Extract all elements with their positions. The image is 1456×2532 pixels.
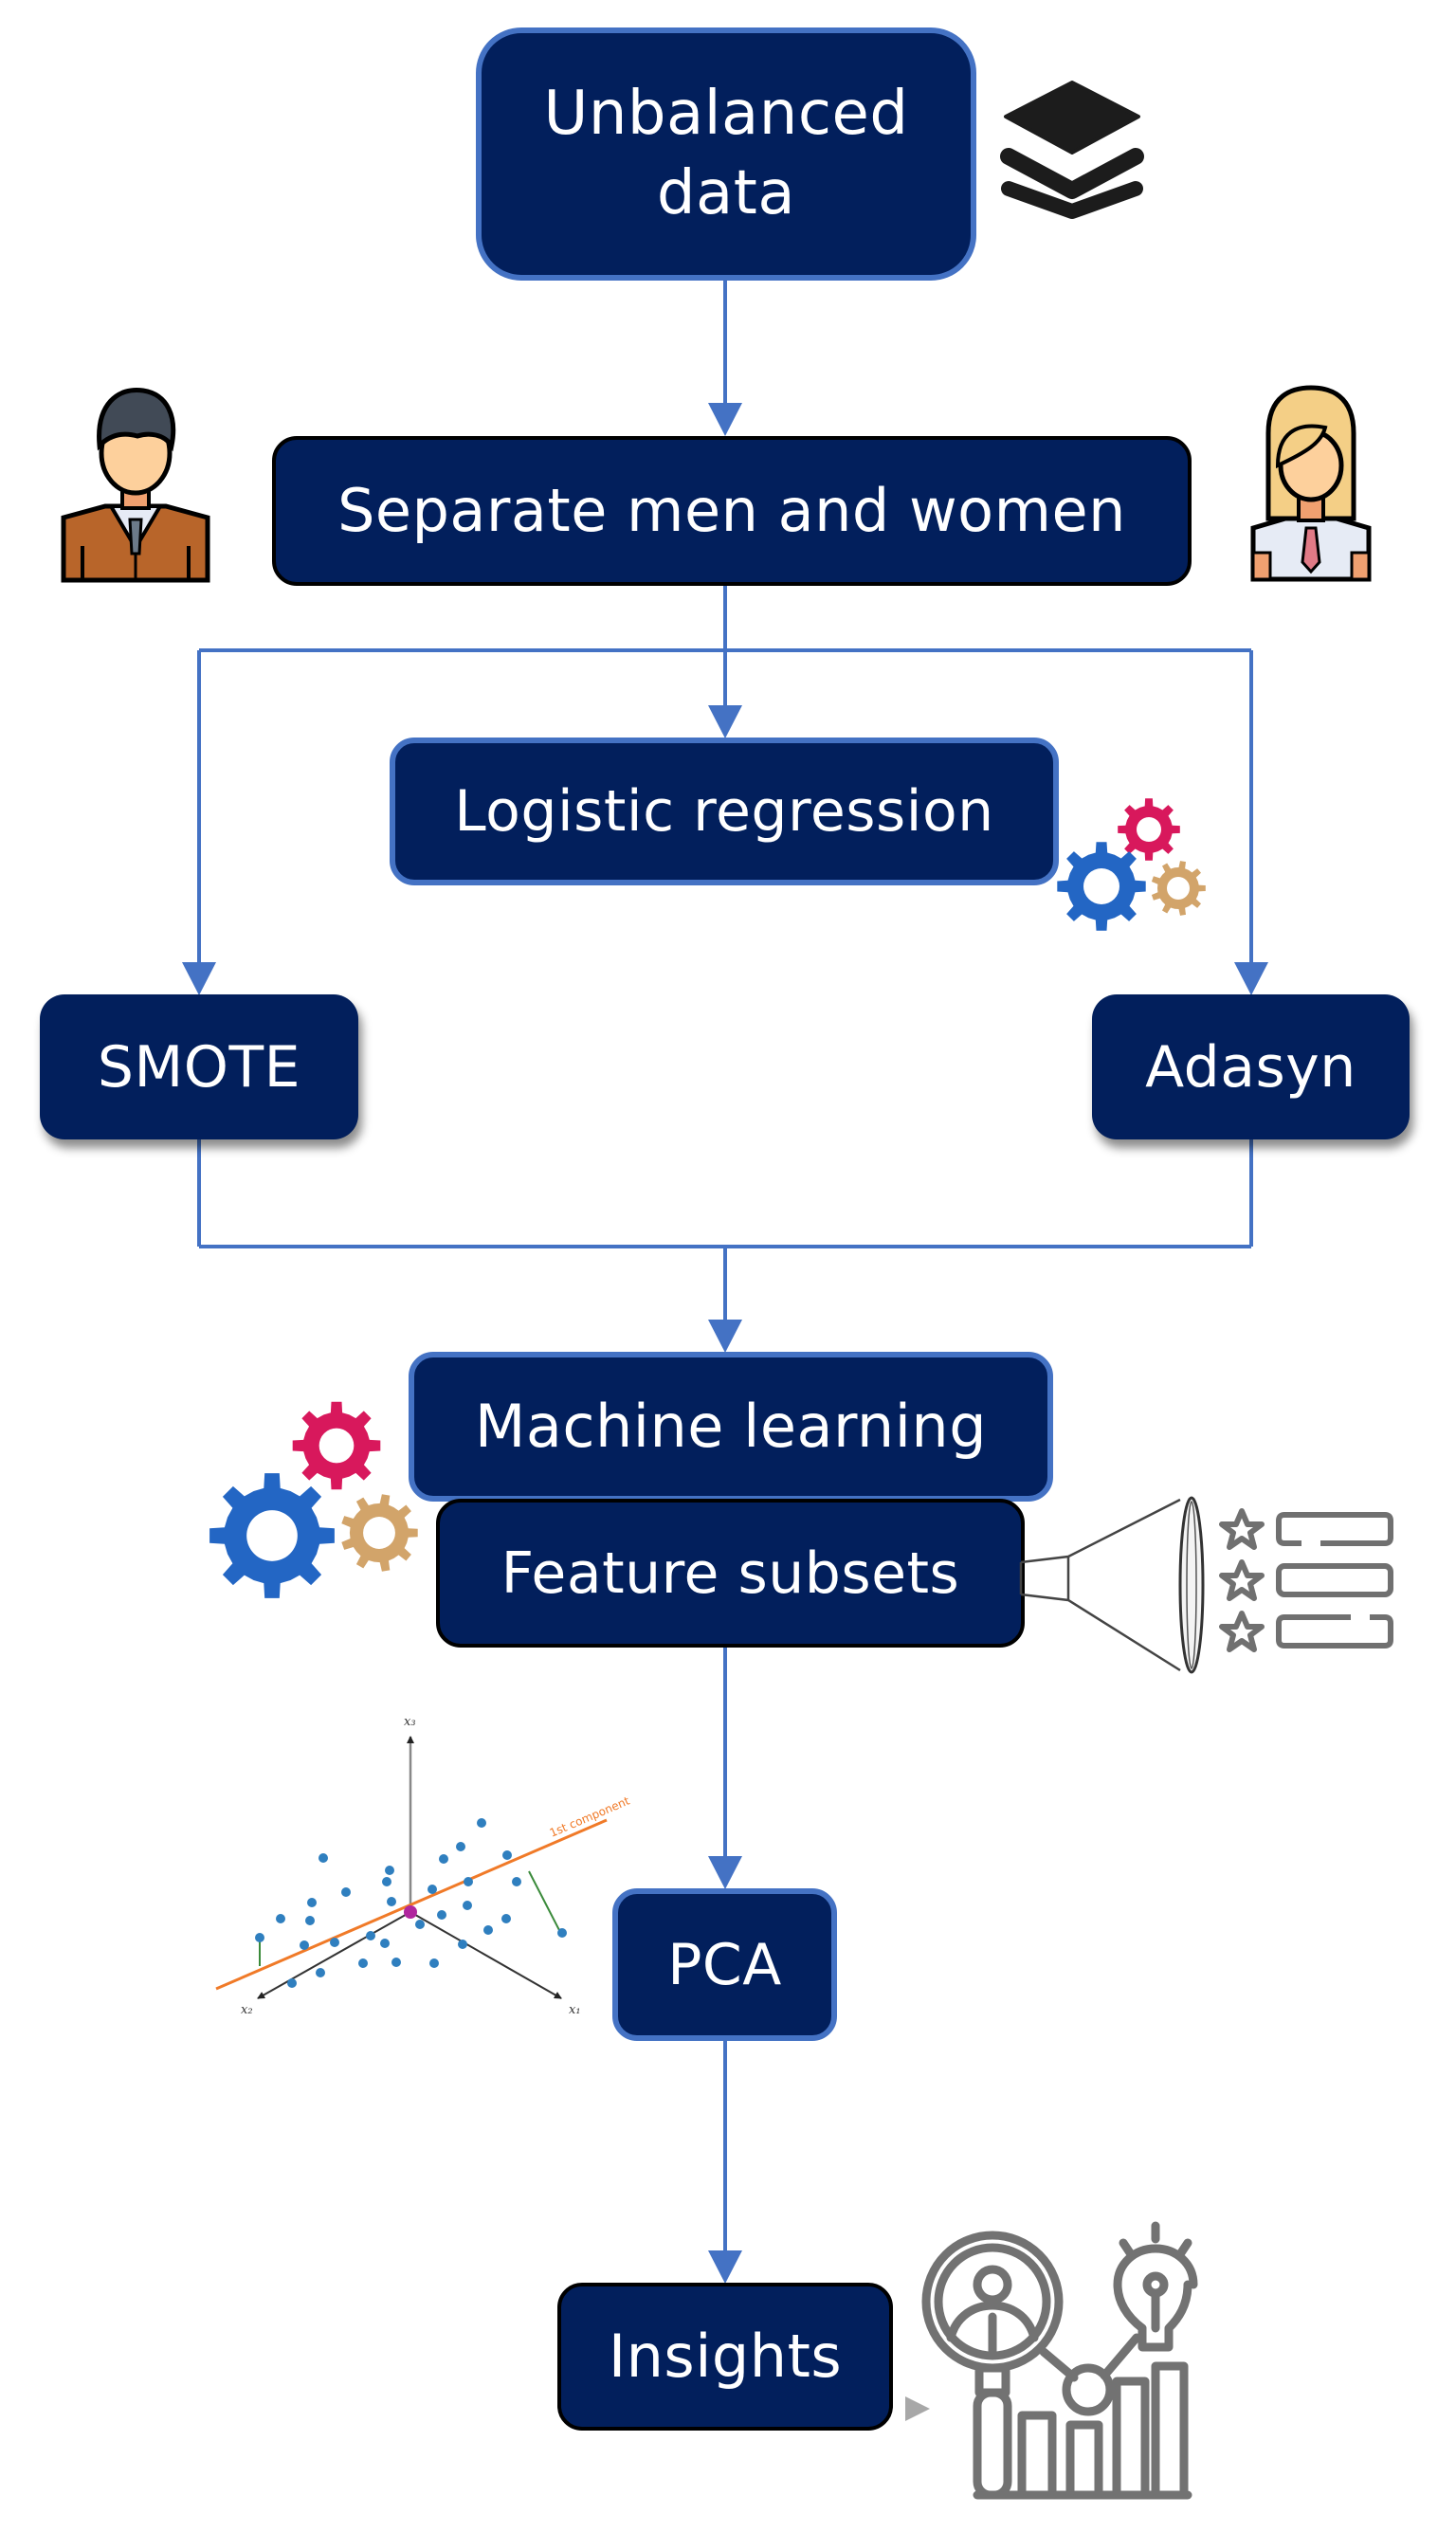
pca-data-point xyxy=(358,1958,368,1968)
pca-data-point xyxy=(385,1866,394,1875)
pca-origin-point xyxy=(404,1905,417,1919)
node-insights-label: Insights xyxy=(608,2321,843,2391)
node-separate-men-women: Separate men and women xyxy=(272,436,1192,586)
node-unbalanced-line1: Unbalanced xyxy=(543,79,909,150)
node-adasyn: Adasyn xyxy=(1092,994,1410,1139)
node-unbalanced-data: Unbalanced data xyxy=(476,27,976,281)
analytics-insight-icon xyxy=(903,2221,1198,2503)
pca-data-point xyxy=(318,1853,328,1863)
pca-data-point xyxy=(464,1877,473,1886)
pca-data-point xyxy=(458,1940,467,1949)
pca-data-point xyxy=(502,1850,512,1860)
woman-avatar-icon xyxy=(1249,385,1373,582)
pca-data-point xyxy=(276,1914,285,1923)
gear-icon xyxy=(1118,798,1180,861)
pca-data-point xyxy=(316,1968,325,1977)
pca-data-point xyxy=(287,1978,297,1988)
funnel-filter-icon xyxy=(1019,1494,1209,1680)
pca-data-point xyxy=(341,1887,351,1897)
arrowhead xyxy=(708,2250,742,2284)
pca-data-point xyxy=(439,1854,448,1864)
gear-icon xyxy=(341,1494,418,1572)
pca-data-point xyxy=(512,1877,521,1886)
arrowhead xyxy=(708,705,742,738)
arrowhead xyxy=(708,403,742,436)
pca-data-point xyxy=(501,1914,511,1923)
pca-data-point xyxy=(382,1877,391,1886)
man-avatar-icon xyxy=(61,387,210,583)
pca-data-point xyxy=(305,1916,315,1925)
node-logistic-label: Logistic regression xyxy=(454,778,994,845)
pca-data-point xyxy=(428,1885,437,1894)
gears-icon xyxy=(201,1394,428,1607)
node-pca-label: PCA xyxy=(667,1931,782,1998)
pca-axis-label-x1: x₁ xyxy=(569,2003,581,2017)
pca-first-component-line xyxy=(215,1818,608,1991)
pca-axis-label-x3: x₃ xyxy=(404,1715,416,1729)
node-ml-label: Machine learning xyxy=(474,1391,988,1461)
pca-scatter-illustration: 1st component x₃ x₂ x₁ xyxy=(209,1697,632,2038)
pca-data-point xyxy=(366,1931,375,1940)
pca-data-point xyxy=(380,1939,390,1948)
node-unbalanced-line2: data xyxy=(656,157,796,228)
pca-axis-x2 xyxy=(257,1911,411,1999)
pca-data-point xyxy=(437,1910,446,1920)
gear-icon xyxy=(1057,842,1146,931)
pca-data-point xyxy=(429,1958,439,1968)
node-adasyn-label: Adasyn xyxy=(1145,1033,1356,1101)
small-pointer-arrow xyxy=(905,2396,930,2421)
pca-data-point xyxy=(415,1920,425,1929)
gear-icon xyxy=(292,1401,381,1490)
pca-data-point xyxy=(330,1938,339,1947)
pca-data-point xyxy=(255,1933,264,1942)
arrowhead xyxy=(1234,962,1268,995)
node-pca: PCA xyxy=(612,1888,837,2041)
pca-data-point xyxy=(557,1928,567,1938)
arrowhead xyxy=(182,962,216,995)
pca-data-point xyxy=(300,1940,309,1950)
pca-data-point xyxy=(483,1925,493,1935)
pca-projection-line xyxy=(528,1870,562,1935)
arrowhead xyxy=(708,1856,742,1889)
pca-data-point xyxy=(456,1842,465,1851)
pca-data-point xyxy=(387,1897,396,1906)
node-insights: Insights xyxy=(557,2283,893,2431)
pca-data-point xyxy=(477,1818,486,1828)
gears-icon xyxy=(1052,794,1213,937)
arrowhead xyxy=(708,1320,742,1353)
node-separate-label: Separate men and women xyxy=(337,475,1126,545)
node-machine-learning: Machine learning xyxy=(409,1352,1053,1502)
pca-data-point xyxy=(391,1958,401,1967)
gear-icon xyxy=(1151,861,1206,916)
starred-list-icon xyxy=(1218,1507,1398,1659)
gear-icon xyxy=(209,1473,335,1598)
node-logistic-regression: Logistic regression xyxy=(390,738,1059,885)
pca-data-point xyxy=(463,1901,472,1910)
pca-axis-label-x2: x₂ xyxy=(241,2003,253,2017)
pca-axis-x1 xyxy=(410,1911,562,1999)
pca-data-point xyxy=(307,1898,317,1907)
node-smote-label: SMOTE xyxy=(97,1033,301,1101)
node-feature-subsets: Feature subsets xyxy=(436,1499,1025,1648)
node-smote: SMOTE xyxy=(40,994,358,1139)
node-features-label: Feature subsets xyxy=(500,1539,960,1607)
layers-stack-icon xyxy=(1000,81,1144,223)
